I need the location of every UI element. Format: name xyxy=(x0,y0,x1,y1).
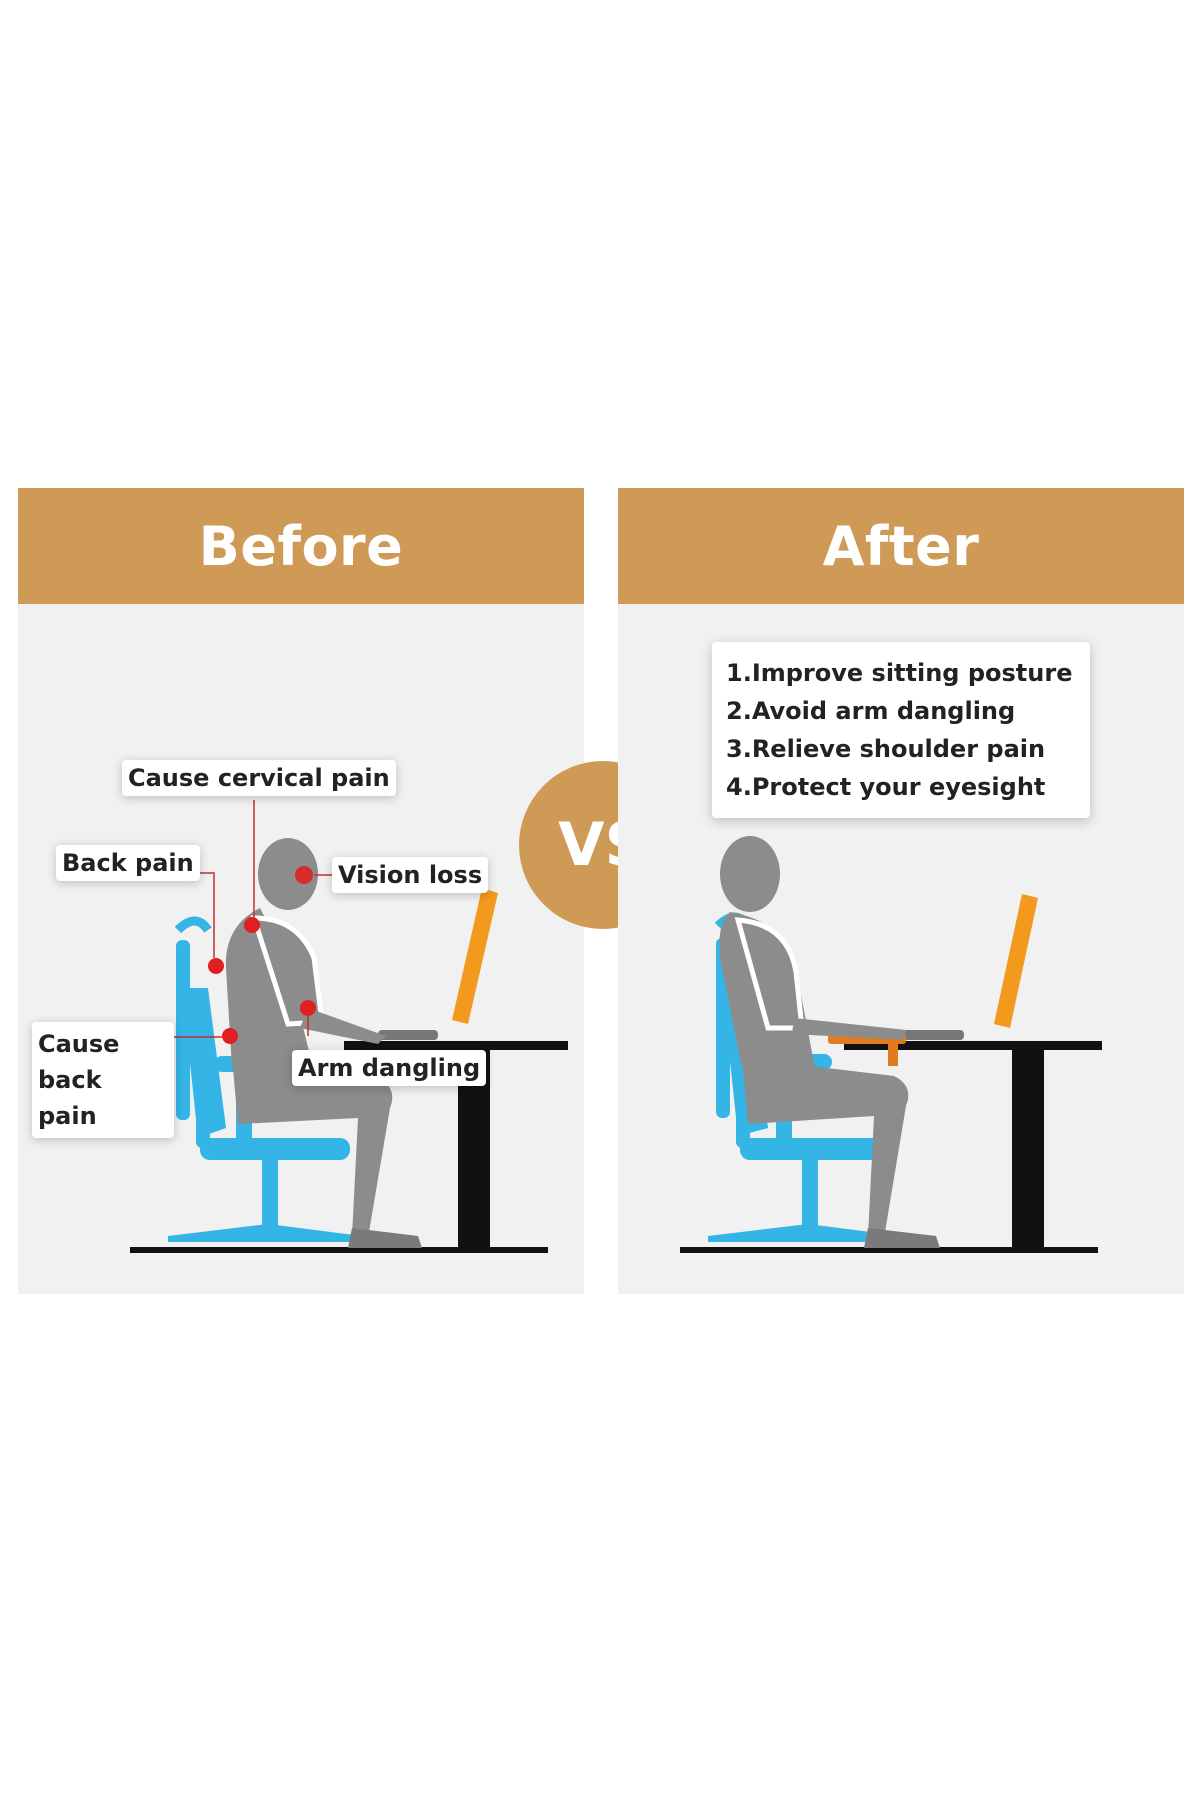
armrest-clamp-icon xyxy=(888,1044,898,1066)
benefit-item: 1.Improve sitting posture xyxy=(726,659,1073,687)
desk-top xyxy=(844,1041,1102,1050)
person-icon xyxy=(719,836,940,1248)
floor-line xyxy=(130,1247,548,1253)
label-vision-loss: Vision loss xyxy=(332,857,489,893)
person-icon xyxy=(225,838,422,1248)
monitor-icon xyxy=(452,888,498,1024)
floor-line xyxy=(680,1247,1098,1253)
before-header: Before xyxy=(18,488,584,604)
pain-points xyxy=(208,866,316,1044)
before-illustration xyxy=(130,800,568,1253)
pain-dot-arm xyxy=(300,1000,316,1016)
before-panel: Before xyxy=(18,488,584,1294)
pain-dot-lower-back xyxy=(222,1028,238,1044)
benefits-box: 1.Improve sitting posture 2.Avoid arm da… xyxy=(712,642,1090,818)
benefit-item: 2.Avoid arm dangling xyxy=(726,697,1016,725)
after-title: After xyxy=(822,514,980,578)
pain-dot-neck xyxy=(244,917,260,933)
before-title: Before xyxy=(198,514,404,578)
label-back-pain: Back pain xyxy=(56,845,200,881)
keyboard-icon xyxy=(902,1030,964,1040)
keyboard-icon xyxy=(378,1030,438,1040)
label-cervical-pain: Cause cervical pain xyxy=(122,760,396,796)
benefit-item: 3.Relieve shoulder pain xyxy=(726,735,1046,763)
benefit-item: 4.Protect your eyesight xyxy=(726,773,1046,801)
after-illustration xyxy=(680,836,1102,1253)
pain-dot-eye xyxy=(295,866,313,884)
monitor-icon xyxy=(994,894,1038,1028)
pain-dot-back xyxy=(208,958,224,974)
desk-top xyxy=(344,1041,568,1050)
leader-lines xyxy=(152,800,332,1038)
label-arm-dangling: Arm dangling xyxy=(292,1050,487,1086)
label-cause-back-pain: Cause back pain xyxy=(32,1022,174,1138)
desk-leg xyxy=(1012,1050,1044,1248)
after-header: After xyxy=(618,488,1184,604)
after-panel: After 1.Improve sitting posture 2.Avoid … xyxy=(618,488,1184,1294)
